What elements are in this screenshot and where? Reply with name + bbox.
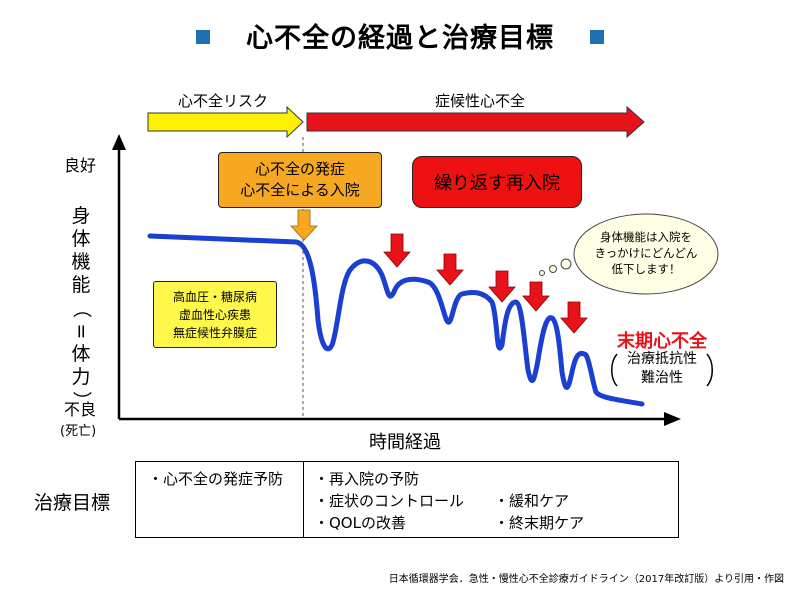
risk-factor-line1: 高血圧・糖尿病 [172, 289, 257, 304]
goal-item: ・再入院の予防 [314, 470, 420, 488]
thought-bubble-line1: 身体機能は入院を [600, 230, 692, 244]
y-axis-char: （ [70, 298, 93, 318]
readmission-box-text: 繰り返す再入院 [434, 173, 560, 194]
symptomatic-phase-arrow [306, 105, 645, 139]
onset-box-line1: 心不全の発症 [254, 160, 345, 178]
y-axis-char: 能 [71, 274, 91, 296]
thought-bubble-line2: きっかけにどんどん [594, 246, 698, 260]
phase-label-risk: 心不全リスク [177, 92, 268, 110]
y-axis-bad-label: 不良 [64, 400, 97, 419]
readmission-arrow-4 [522, 281, 550, 312]
goal-item: ・終末期ケア [494, 514, 585, 532]
readmission-box: 繰り返す再入院 [412, 156, 582, 208]
diagram-title-row: 心不全の経過と治療目標 [0, 16, 800, 55]
y-axis-char: = [70, 323, 93, 340]
end-stage-line2: 難治性 [641, 370, 683, 386]
phase-label-symptomatic: 症候性心不全 [434, 92, 525, 110]
readmission-arrow-5 [560, 301, 588, 334]
onset-box: 心不全の発症 心不全による入院 [218, 152, 382, 208]
treatment-goals-col2-left: ・再入院の予防 ・症状のコントロール ・QOLの改善 [314, 468, 464, 534]
risk-factor-line3: 無症候性弁膜症 [172, 325, 257, 340]
y-axis-char: 体 [71, 228, 91, 250]
end-stage-line1: 治療抵抗性 [627, 351, 697, 367]
y-axis-char: 体 [71, 343, 91, 365]
diagram-title: 心不全の経過と治療目標 [246, 23, 554, 54]
thought-bubble-line3: 低下します！ [611, 262, 681, 276]
thought-bubble-text: 身体機能は入院を きっかけにどんどん 低下します！ [580, 229, 712, 277]
y-axis-arrowhead [112, 134, 126, 150]
end-stage-title: 末期心不全 [617, 331, 707, 352]
treatment-goals-divider [303, 462, 304, 537]
y-axis-char: 機 [71, 251, 91, 273]
goal-item: ・QOLの改善 [314, 514, 406, 532]
source-citation: 日本循環器学会．急性・慢性心不全診療ガイドライン（2017年改訂版）より引用・作… [388, 574, 784, 585]
y-axis-char: 身 [71, 205, 91, 227]
y-axis-char: 力 [71, 366, 91, 388]
end-stage-bracket-right [706, 353, 713, 387]
risk-factor-line2: 虚血性心疾患 [178, 307, 251, 322]
risk-factor-box: 高血圧・糖尿病 虚血性心疾患 無症候性弁膜症 [153, 281, 277, 348]
goal-item: ・心不全の発症予防 [148, 470, 284, 488]
onset-box-line2: 心不全による入院 [240, 181, 360, 199]
treatment-goals-col1: ・心不全の発症予防 [148, 468, 283, 490]
title-square-left [195, 29, 210, 44]
x-axis-arrowhead [664, 412, 681, 426]
onset-down-arrow [290, 209, 318, 241]
risk-phase-arrow [147, 105, 304, 139]
goal-item: ・緩和ケア [494, 492, 570, 510]
physical-function-curve [147, 233, 645, 407]
readmission-arrow-1 [383, 233, 411, 268]
y-axis-good-label: 良好 [64, 156, 97, 175]
treatment-goals-label: 治療目標 [34, 492, 111, 514]
x-axis-label: 時間経過 [369, 432, 441, 453]
treatment-goals-table: ・心不全の発症予防 ・再入院の予防 ・症状のコントロール ・QOLの改善 ・緩和… [135, 461, 679, 538]
treatment-goals-col2-right: ・緩和ケア ・終末期ケア [494, 490, 584, 534]
thought-bubble-shape [539, 213, 719, 295]
title-square-right [590, 29, 605, 44]
readmission-arrow-3 [488, 270, 516, 303]
y-axis-bad-note: (死亡) [60, 424, 97, 439]
readmission-arrow-2 [436, 253, 464, 286]
goal-item: ・症状のコントロール [314, 492, 465, 510]
end-stage-detail: 治療抵抗性 難治性 [618, 350, 706, 388]
y-axis-label: 身 体 機 能 （ = 体 力 ） [70, 205, 93, 412]
end-stage-bracket-left [611, 353, 618, 387]
